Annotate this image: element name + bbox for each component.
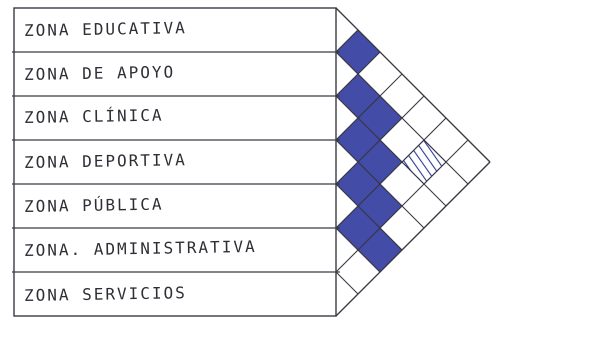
matrix-outline-bottom	[335, 161, 491, 317]
grid-line-diagonal-up	[335, 73, 403, 141]
grid-line-diagonal-down	[335, 183, 403, 251]
matrix-outline-top	[335, 7, 491, 163]
relation-cell-weak	[401, 139, 447, 185]
grid-line-diagonal-up	[335, 95, 425, 185]
relation-cell-strong	[335, 29, 381, 75]
grid-line-diagonal-up	[335, 139, 469, 273]
grid-line-diagonal-down	[335, 95, 447, 207]
zone-list-frame	[13, 7, 337, 317]
grid-line-diagonal-up	[335, 51, 381, 97]
grid-line-diagonal-up	[335, 29, 359, 53]
grid-line-diagonal-up	[335, 117, 447, 229]
grid-line-diagonal-down	[335, 271, 359, 295]
